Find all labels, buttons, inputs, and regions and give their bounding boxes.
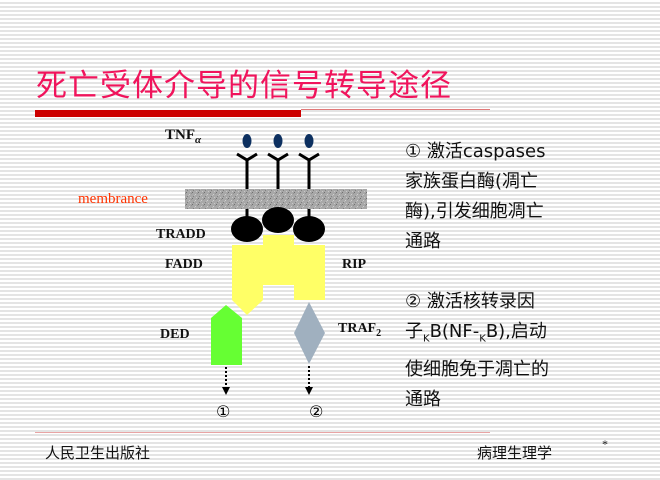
footer-slide-mark: * — [602, 437, 608, 451]
traf2-diamond — [294, 302, 325, 364]
slide-title: 死亡受体介导的信号转导途径 — [36, 68, 452, 104]
membrane-label: membrance — [78, 191, 148, 207]
fadd-death-effector-tip — [232, 300, 263, 315]
note-caspase-pathway: ① 激活caspases 家族蛋白酶(凋亡 酶),引发细胞凋亡 通路 — [405, 137, 545, 257]
note-line: 通路 — [405, 231, 441, 252]
title-underline-line — [301, 109, 490, 110]
tnf-ligand-2 — [273, 134, 283, 148]
rip-label: RIP — [342, 257, 367, 272]
pathway-2-marker: ② — [309, 402, 324, 421]
note-line: ② 激活核转录因 — [405, 291, 535, 312]
title-underline-bar — [35, 110, 301, 117]
note-nfkb-pathway: ② 激活核转录因 子KB(NF-KB),启动 使细胞免于凋亡的 通路 — [405, 287, 549, 415]
footer-publisher: 人民卫生出版社 — [45, 446, 151, 462]
fadd-block — [232, 245, 263, 300]
note-line: ① 激活caspases — [405, 141, 546, 162]
ded-shape — [211, 305, 242, 365]
tradd-block — [263, 235, 294, 285]
tnf-ligand-3 — [304, 134, 314, 148]
tradd-dd-3 — [293, 216, 325, 242]
footer-divider — [35, 432, 490, 433]
note-line: 使细胞免于凋亡的 — [405, 358, 549, 380]
traf2-label: TRAF2 — [338, 321, 382, 339]
rip-block — [294, 245, 325, 300]
note-line: 酶),引发细胞凋亡 — [405, 201, 544, 222]
tradd-dd-1 — [231, 216, 263, 242]
note-line: 通路 — [405, 388, 441, 410]
tnf-ligand-1 — [242, 134, 252, 148]
pathway-1-marker: ① — [216, 402, 231, 421]
dotted-arrow-2 — [305, 366, 313, 395]
ded-label: DED — [160, 327, 190, 342]
footer-subject: 病理生理学 — [477, 446, 553, 462]
tradd-label: TRADD — [156, 227, 206, 242]
tradd-dd-2 — [262, 207, 294, 233]
note-line: 家族蛋白酶(凋亡 — [405, 171, 539, 192]
cell-membrane — [185, 189, 367, 209]
fadd-label: FADD — [165, 257, 203, 272]
dotted-arrow-1 — [222, 367, 230, 395]
note-line: 子KB(NF-KB),启动 — [405, 321, 547, 345]
tnf-alpha-label: TNFα — [165, 127, 202, 146]
